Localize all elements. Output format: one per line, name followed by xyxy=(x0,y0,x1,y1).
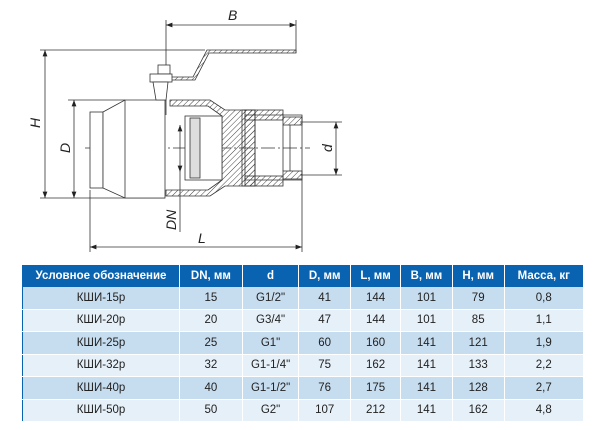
cell-dn: 40 xyxy=(179,376,243,400)
cell-mass: 4,8 xyxy=(504,399,585,422)
cell-L: 212 xyxy=(350,399,402,422)
label-DN: DN xyxy=(163,209,179,230)
cell-d: G1-1/2" xyxy=(242,376,300,400)
cell-B: 141 xyxy=(400,354,453,377)
cell-dn: 50 xyxy=(179,399,243,422)
cell-D: 75 xyxy=(298,354,352,377)
label-B: B xyxy=(228,7,237,23)
cell-L: 162 xyxy=(350,354,402,377)
header-D: D, мм xyxy=(298,265,352,287)
label-H: H xyxy=(27,117,43,128)
cell-L: 144 xyxy=(350,287,402,310)
cell-B: 101 xyxy=(400,309,453,332)
header-designation: Условное обозначение xyxy=(22,265,180,287)
cell-H: 133 xyxy=(452,354,505,377)
cell-D: 47 xyxy=(298,309,352,332)
cell-B: 141 xyxy=(400,399,453,422)
cell-D: 76 xyxy=(298,376,352,400)
header-d: d xyxy=(242,265,300,287)
cell-L: 175 xyxy=(350,376,402,400)
cell-mass: 1,9 xyxy=(504,331,585,355)
cell-H: 79 xyxy=(452,287,505,310)
cell-D: 41 xyxy=(298,287,352,310)
cell-designation: КШИ-32р xyxy=(22,354,180,377)
specifications-table: Условное обозначение DN, мм d D, мм L, м… xyxy=(22,265,585,422)
label-L: L xyxy=(198,230,206,246)
cell-d: G1" xyxy=(242,331,300,355)
label-D: D xyxy=(57,143,73,153)
header-H: H, мм xyxy=(452,265,505,287)
cell-d: G3/4" xyxy=(242,309,300,332)
cell-mass: 1,1 xyxy=(504,309,585,332)
cell-L: 160 xyxy=(350,331,402,355)
cell-d: G2" xyxy=(242,399,300,422)
cell-designation: КШИ-15р xyxy=(22,287,180,310)
header-L: L, мм xyxy=(350,265,402,287)
cell-designation: КШИ-20р xyxy=(22,309,180,332)
cell-mass: 2,2 xyxy=(504,354,585,377)
cell-B: 141 xyxy=(400,331,453,355)
label-d: d xyxy=(319,143,335,152)
header-B: B, мм xyxy=(400,265,453,287)
cell-d: G1-1/4" xyxy=(242,354,300,377)
cell-designation: КШИ-40р xyxy=(22,376,180,400)
ball-valve-drawing: B H D d DN L xyxy=(27,7,342,252)
cell-H: 162 xyxy=(452,399,505,422)
cell-H: 85 xyxy=(452,309,505,332)
cell-B: 141 xyxy=(400,376,453,400)
cell-dn: 15 xyxy=(179,287,243,310)
cell-designation: КШИ-25р xyxy=(22,331,180,355)
header-dn: DN, мм xyxy=(179,265,243,287)
cell-mass: 0,8 xyxy=(504,287,585,310)
cell-H: 128 xyxy=(452,376,505,400)
cell-mass: 2,7 xyxy=(504,376,585,400)
header-mass: Масса, кг xyxy=(504,265,585,287)
cell-dn: 20 xyxy=(179,309,243,332)
cell-H: 121 xyxy=(452,331,505,355)
cell-D: 107 xyxy=(298,399,352,422)
cell-d: G1/2" xyxy=(242,287,300,310)
cell-designation: КШИ-50р xyxy=(22,399,180,422)
cell-B: 101 xyxy=(400,287,453,310)
cell-L: 144 xyxy=(350,309,402,332)
cell-D: 60 xyxy=(298,331,352,355)
cell-dn: 25 xyxy=(179,331,243,355)
cell-dn: 32 xyxy=(179,354,243,377)
table-header-row: Условное обозначение DN, мм d D, мм L, м… xyxy=(22,265,585,287)
